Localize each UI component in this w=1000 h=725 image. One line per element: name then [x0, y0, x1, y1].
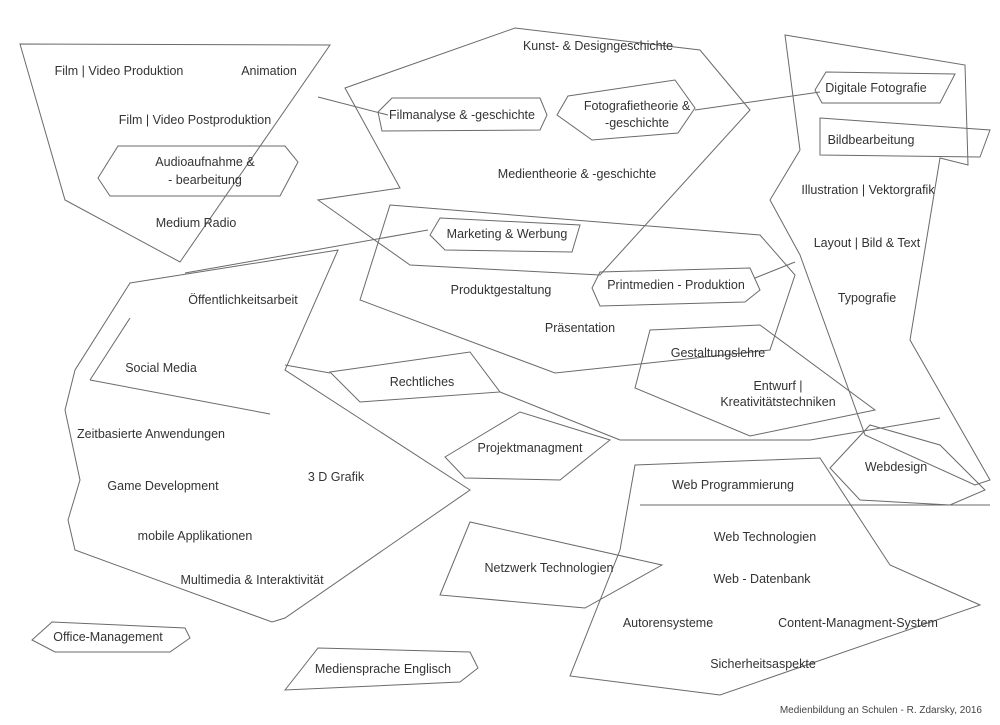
marketing-region: [359, 204, 796, 374]
design-theory-region: [316, 27, 751, 276]
connector-foto-digital: [694, 91, 821, 111]
rechtliches-box: [328, 351, 501, 403]
printmedien-box: [591, 267, 761, 307]
connector-film-filmanalyse: [317, 96, 389, 116]
web-technologien-label: Web Technologien: [714, 530, 816, 544]
webdesign-label: Webdesign: [865, 460, 927, 474]
projektmanagment-label: Projektmanagment: [478, 441, 583, 455]
film-video-region: [19, 43, 331, 263]
connector-social-right: [89, 379, 271, 415]
cms-label: Content-Managment-System: [778, 616, 938, 630]
film-video-postproduktion-label: Film | Video Postproduktion: [119, 113, 271, 127]
image-design-region: [769, 34, 991, 486]
footer-credit: Medienbildung an Schulen - R. Zdarsky, 2…: [779, 705, 982, 716]
medium-radio-label: Medium Radio: [156, 216, 237, 230]
entwurf-label-line1: Entwurf |: [753, 379, 802, 393]
medienspache-englisch-label: Mediensprache Englisch: [315, 662, 451, 676]
medienspache-box: [283, 647, 479, 691]
projektmanagment-box: [444, 411, 612, 481]
marketing-label: Marketing & Werbung: [447, 227, 568, 241]
medien-region: [64, 249, 471, 623]
praesentation-label: Präsentation: [545, 321, 615, 335]
produktgestaltung-label: Produktgestaltung: [451, 283, 552, 297]
fotografietheorie-box: [556, 79, 696, 141]
connector-medien-marketing: [184, 229, 429, 274]
connector-rechtliches-web: [499, 391, 621, 441]
office-management-box: [31, 621, 191, 653]
connector-printmedien-layout: [754, 261, 796, 279]
autorensysteme-label: Autorensysteme: [623, 616, 713, 630]
web-datenbank-label: Web - Datenbank: [713, 572, 811, 586]
film-video-produktion-label: Film | Video Produktion: [55, 64, 184, 78]
multimedia-label: Multimedia & Interaktivität: [180, 573, 324, 587]
webdesign-box: [829, 424, 986, 506]
grafik-3d-label: 3 D Grafik: [308, 470, 365, 484]
mobile-applikationen-label: mobile Applikationen: [138, 529, 253, 543]
gestaltungslehre-label: Gestaltungslehre: [671, 346, 766, 360]
illustration-label: Illustration | Vektorgrafik: [801, 183, 935, 197]
web-programmierung-label: Web Programmierung: [672, 478, 794, 492]
oeffentlichkeitsarbeit-label: Öffentlichkeitsarbeit: [188, 293, 298, 307]
audioaufnahme-label-line1: Audioaufnahme &: [155, 155, 255, 169]
fotografietheorie-label-line1: Fotografietheorie &: [584, 99, 691, 113]
audioaufnahme-label-line2: - bearbeitung: [168, 173, 242, 187]
bildbearbeitung-label: Bildbearbeitung: [828, 133, 915, 147]
connector-social-left: [89, 317, 131, 381]
netzwerk-technologien-label: Netzwerk Technologien: [484, 561, 613, 575]
animation-label: Animation: [241, 64, 297, 78]
entwurf-label-line2: Kreativitätstechniken: [720, 395, 835, 409]
digitale-fotografie-label: Digitale Fotografie: [825, 81, 926, 95]
digitale-fotografie-box: [814, 71, 956, 104]
sicherheitsaspekte-label: Sicherheitsaspekte: [710, 657, 816, 671]
printmedien-label: Printmedien - Produktion: [607, 278, 745, 292]
game-development-label: Game Development: [107, 479, 219, 493]
web-region: [569, 457, 982, 696]
connector-social-rechtliches: [284, 364, 331, 374]
audioaufnahme-box: [97, 145, 299, 197]
office-management-label: Office-Management: [53, 630, 163, 644]
bildbearbeitung-box: [819, 117, 991, 158]
marketing-box: [429, 217, 581, 253]
social-media-label: Social Media: [125, 361, 197, 375]
layout-label: Layout | Bild & Text: [814, 236, 921, 250]
connector-webdesign-top: [809, 417, 941, 441]
typografie-label: Typografie: [838, 291, 896, 305]
medientheorie-label: Medientheorie & -geschichte: [498, 167, 656, 181]
rechtliches-label: Rechtliches: [390, 375, 455, 389]
design-lehre-region: [634, 324, 877, 437]
kunst-designgeschichte-label: Kunst- & Designgeschichte: [523, 39, 673, 53]
zeitbasierte-label: Zeitbasierte Anwendungen: [77, 427, 225, 441]
filmanalyse-box: [377, 97, 548, 132]
fotografietheorie-label-line2: -geschichte: [605, 116, 669, 130]
filmanalyse-label: Filmanalyse & -geschichte: [389, 108, 535, 122]
netzwerk-box: [439, 521, 664, 609]
